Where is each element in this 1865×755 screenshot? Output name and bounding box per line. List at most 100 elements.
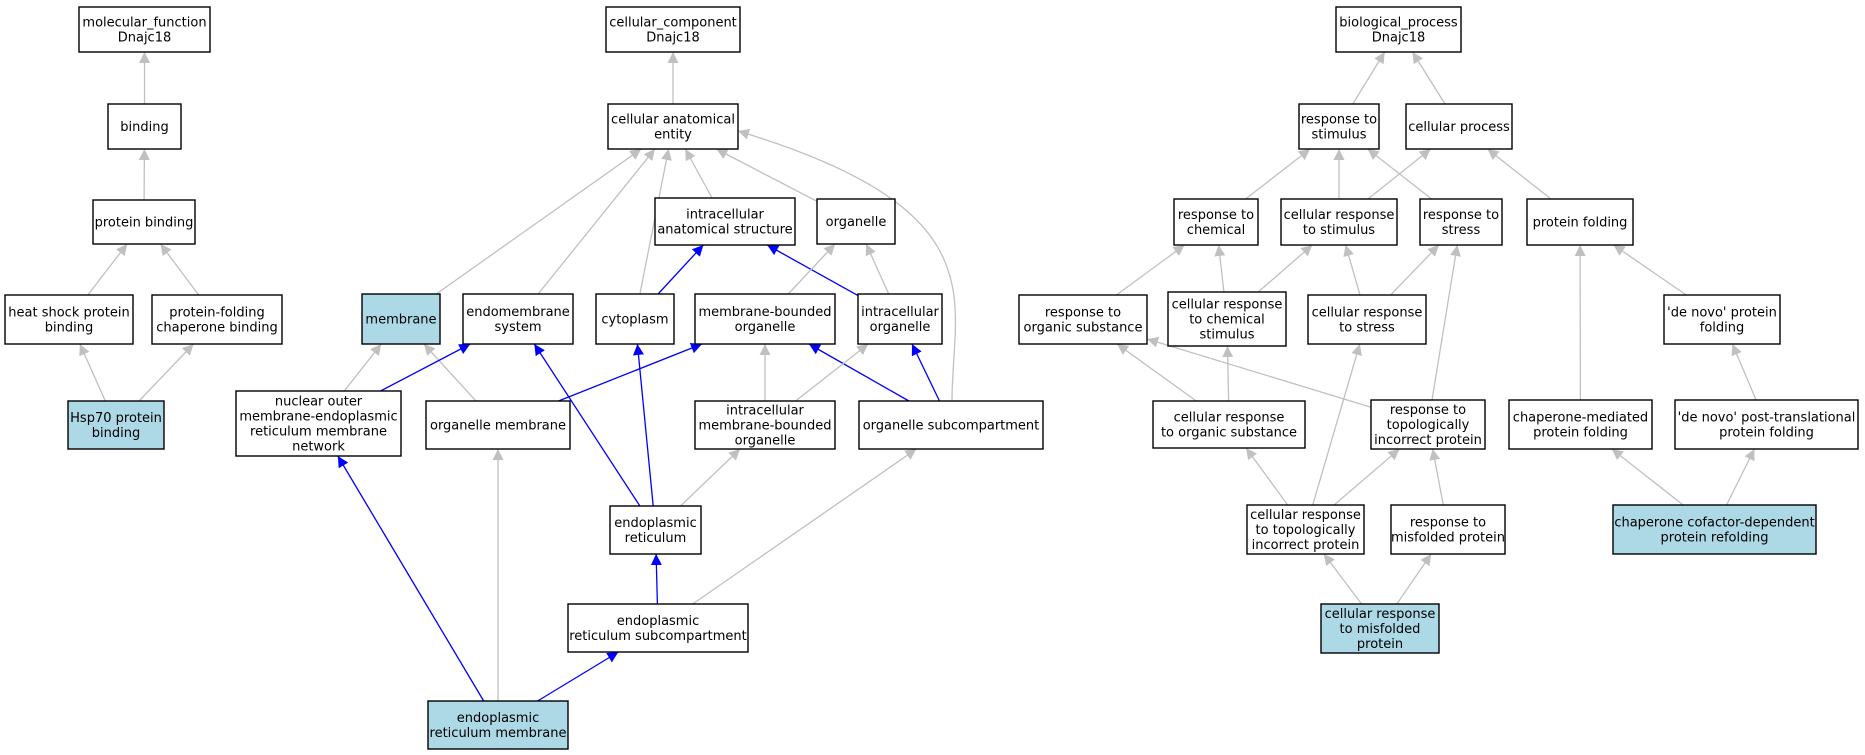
edge-rttip-to-rtos bbox=[1146, 336, 1372, 408]
node-label-line: response to bbox=[1410, 516, 1486, 531]
edge-nom-to-endomembrane bbox=[380, 343, 471, 392]
node-label-line: organelle bbox=[826, 215, 887, 230]
go-term-node-osub[interactable]: organelle subcompartment bbox=[858, 400, 1044, 450]
node-box bbox=[78, 6, 211, 53]
go-term-node-cp[interactable]: cellular process bbox=[1405, 103, 1513, 150]
node-label-line: response to bbox=[1423, 208, 1499, 223]
node-box bbox=[1526, 198, 1634, 246]
node-label-line: to stimulus bbox=[1303, 223, 1375, 238]
node-box bbox=[1663, 294, 1781, 345]
edge-crts-to-cp bbox=[1367, 148, 1432, 200]
node-label-line: response to bbox=[1301, 113, 1377, 128]
node-label-line: cellular response bbox=[1172, 298, 1283, 313]
node-label-line: to misfolded bbox=[1340, 622, 1421, 637]
edge-er-to-endomembrane bbox=[533, 343, 641, 507]
go-term-node-om[interactable]: organelle membrane bbox=[425, 400, 571, 450]
go-term-node-binding[interactable]: binding bbox=[107, 103, 182, 150]
node-box bbox=[1320, 603, 1440, 654]
node-label-line: cytoplasm bbox=[601, 313, 668, 328]
edge-crtcs-to-rtc bbox=[1214, 244, 1226, 293]
go-term-node-nom[interactable]: nuclear outermembrane-endoplasmicreticul… bbox=[235, 390, 402, 457]
go-term-node-protein_binding[interactable]: protein binding bbox=[92, 199, 196, 245]
node-label-line: 'de novo' post-translational bbox=[1678, 411, 1856, 426]
node-label-line: Dnajc18 bbox=[118, 31, 172, 46]
node-label-line: Hsp70 protein bbox=[70, 411, 162, 426]
edge-crttip-to-crtos bbox=[1245, 447, 1289, 506]
edge-membrane-to-cae bbox=[435, 148, 642, 295]
node-box bbox=[607, 103, 739, 150]
node-label-line: heat shock protein bbox=[8, 306, 129, 321]
edge-cytoplasm-to-ias bbox=[657, 244, 704, 295]
node-label-line: cellular response bbox=[1250, 508, 1361, 523]
node-box bbox=[4, 294, 134, 345]
node-box bbox=[235, 390, 402, 457]
go-term-node-membrane[interactable]: membrane bbox=[361, 293, 441, 345]
node-label-line: organelle membrane bbox=[430, 419, 566, 434]
edge-crtst-to-rtst bbox=[1390, 244, 1440, 296]
node-label-line: to stress bbox=[1339, 321, 1395, 336]
node-label-line: cellular_component bbox=[609, 16, 737, 31]
edge-ersub-to-er bbox=[650, 553, 662, 605]
node-label-line: network bbox=[292, 440, 345, 455]
node-label-line: biological_process bbox=[1339, 16, 1458, 31]
node-label-line: misfolded protein bbox=[1391, 531, 1505, 546]
node-label-line: protein bbox=[1357, 637, 1403, 652]
node-box bbox=[816, 198, 896, 245]
node-label-line: reticulum subcompartment bbox=[569, 629, 747, 644]
edge-crtst-to-crts bbox=[1343, 244, 1361, 296]
edge-mbo-to-organelle bbox=[787, 243, 836, 295]
node-label-line: anatomical structure bbox=[657, 223, 792, 238]
edge-endomembrane-to-cae bbox=[537, 148, 656, 295]
node-label-line: cellular response bbox=[1312, 306, 1423, 321]
go-term-node-cytoplasm[interactable]: cytoplasm bbox=[595, 293, 675, 345]
edge-hsp_binding-to-protein_binding bbox=[87, 243, 128, 296]
node-box bbox=[1370, 399, 1486, 450]
node-label-line: organic substance bbox=[1024, 321, 1143, 336]
go-term-node-organelle[interactable]: organelle bbox=[816, 198, 896, 245]
node-box bbox=[1335, 6, 1462, 53]
edge-nom-to-membrane bbox=[343, 343, 382, 392]
node-box bbox=[67, 400, 165, 450]
node-label-line: response to bbox=[1390, 403, 1466, 418]
node-label-line: endoplasmic bbox=[614, 516, 696, 531]
edge-crttip-to-rttip bbox=[1333, 448, 1400, 506]
node-label-line: membrane-bounded bbox=[698, 305, 831, 320]
node-label-line: membrane bbox=[365, 313, 436, 328]
edge-rtmp-to-rttip bbox=[1429, 448, 1444, 506]
node-box bbox=[1419, 198, 1503, 246]
node-label-line: cellular response bbox=[1174, 411, 1285, 426]
go-term-node-pfold[interactable]: protein folding bbox=[1526, 198, 1634, 246]
